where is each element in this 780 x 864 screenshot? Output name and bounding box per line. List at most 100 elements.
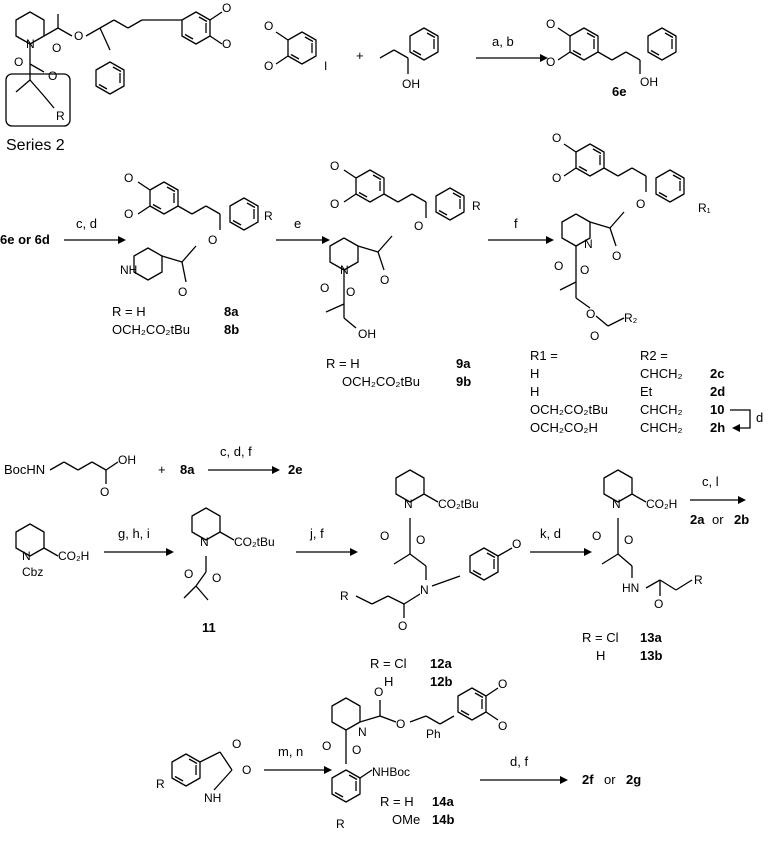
arrow-label-c-d-f: c, d, f [220, 444, 252, 459]
atom-r: R [56, 109, 65, 123]
compound-label-13b: 13b [640, 648, 662, 663]
atom-o: O [14, 55, 23, 69]
atom-o: O [590, 329, 599, 343]
row4-arrow1: g, h, i [104, 526, 174, 556]
boc-amine-label: BocHN [4, 462, 45, 477]
series-label: Series 2 [6, 137, 65, 154]
arrow-label-e: e [294, 216, 301, 231]
atom-ph: Ph [426, 727, 441, 741]
atom-o: O [636, 197, 645, 211]
row4-arrow2: j, f [296, 526, 358, 556]
arrow-label-f: f [514, 216, 518, 231]
atom-o: O [52, 41, 61, 55]
atom-o: O [546, 17, 555, 31]
arrow-label-g-h-i: g, h, i [118, 526, 150, 541]
atom-o: O [414, 219, 423, 233]
compound-label-2b: 2b [734, 512, 749, 527]
plus-sign: + [356, 48, 364, 63]
atom-n: N [22, 549, 31, 563]
atom-o: O [222, 37, 231, 51]
r-oc-8: OCH₂CO₂tBu [112, 322, 190, 337]
atom-o: O [396, 717, 405, 731]
atom-n: N [358, 725, 367, 739]
atom-o: O [212, 571, 221, 585]
atom-o: O [242, 763, 251, 777]
row1-arrow: a, b [476, 34, 548, 62]
row4-arrow4: c, l [690, 474, 746, 504]
atom-o: O [124, 171, 133, 185]
atom-o: O [498, 677, 507, 691]
atom-oh: OH [358, 327, 376, 341]
atom-o: O [322, 739, 331, 753]
atom-o: O [416, 533, 425, 547]
row3-reactants: BocHN OH O + 8a [4, 453, 195, 499]
r-oc-9: OCH₂CO₂tBu [342, 374, 420, 389]
atom-n: N [404, 497, 413, 511]
atom-o: O [124, 207, 133, 221]
compound-label-9a: 9a [456, 356, 471, 371]
compound-label-11: 11 [202, 620, 216, 635]
compound-label-2f: 2f [582, 772, 594, 787]
row5-arrow2: d, f [480, 754, 568, 784]
table-r1-cell: OCH₂CO₂H [530, 420, 598, 435]
atom-o: O [624, 533, 633, 547]
compound-label-12a: 12a [430, 656, 452, 671]
isatin: R O O NH [156, 737, 251, 805]
atom-co2h: CO₂H [646, 497, 677, 511]
arrow-label-d-f: d, f [510, 754, 528, 769]
table-header-r1: R1 = [530, 348, 558, 363]
compound-13: N CO₂H O O HN O R R = Cl 13a H 13b [582, 469, 703, 663]
atom-o: O [222, 1, 231, 15]
r-group-table: R1 = R2 = H CHCH₂ 2c H Et 2d OCH₂CO₂tBu … [530, 348, 763, 435]
r-cl-12: R = Cl [370, 656, 407, 671]
atom-n: N [420, 583, 429, 597]
compound-label-13a: 13a [640, 630, 662, 645]
compound-label-2c: 2c [710, 366, 724, 381]
atom-o: O [580, 263, 589, 277]
atom-co2tbu: CO₂tBu [438, 497, 479, 511]
table-r1-cell: H [530, 384, 539, 399]
atom-co2tbu: CO₂tBu [234, 535, 275, 549]
row5-products: 2f or 2g [582, 772, 641, 787]
row2-arrow2: e [276, 216, 330, 244]
atom-r: R [472, 199, 481, 213]
atom-i: I [324, 59, 327, 73]
cbz-pipecolic-acid: N Cbz CO₂H [15, 523, 89, 579]
compound-label-14a: 14a [432, 794, 454, 809]
atom-r2: R₂ [624, 311, 638, 325]
row1-reactants: O O I + OH [264, 19, 439, 91]
arrow-label-d: d [756, 410, 763, 425]
atom-o: O [586, 307, 595, 321]
compound-8: O O R O NH O R = H 8a OCH₂CO₂tBu 8b [112, 171, 273, 337]
atom-co2h: CO₂H [58, 549, 89, 563]
atom-oh: OH [402, 77, 420, 91]
atom-o: O [232, 737, 241, 751]
atom-r: R [694, 573, 703, 587]
compound-label-2g: 2g [626, 772, 641, 787]
r-ome-14: OMe [392, 812, 420, 827]
compound-11: N CO₂tBu O O 11 [183, 507, 275, 635]
plus-sign: + [158, 462, 166, 477]
row3-arrow: c, d, f 2e [208, 444, 302, 477]
arrow-label-k-d: k, d [540, 526, 561, 541]
atom-nh: NH [204, 791, 221, 805]
atom-nh: NH [120, 263, 137, 277]
arrow-label-c-d: c, d [76, 216, 97, 231]
r-h-12: H [384, 674, 393, 689]
atom-o: O [184, 567, 193, 581]
atom-o: O [74, 29, 83, 43]
atom-cbz: Cbz [22, 565, 43, 579]
atom-o: O [330, 197, 339, 211]
atom-o: O [48, 69, 57, 83]
atom-o: O [320, 281, 329, 295]
row5-arrow1: m, n [264, 744, 332, 774]
compound-label-9b: 9b [456, 374, 471, 389]
atom-o: O [552, 131, 561, 145]
atom-o: O [374, 685, 383, 699]
compound-label-2h: 2h [710, 420, 725, 435]
compound-label-8a: 8a [224, 304, 239, 319]
compound-label-2a: 2a [690, 512, 705, 527]
table-r2-cell: CHCH₂ [640, 366, 683, 381]
r-cl-13: R = Cl [582, 630, 619, 645]
